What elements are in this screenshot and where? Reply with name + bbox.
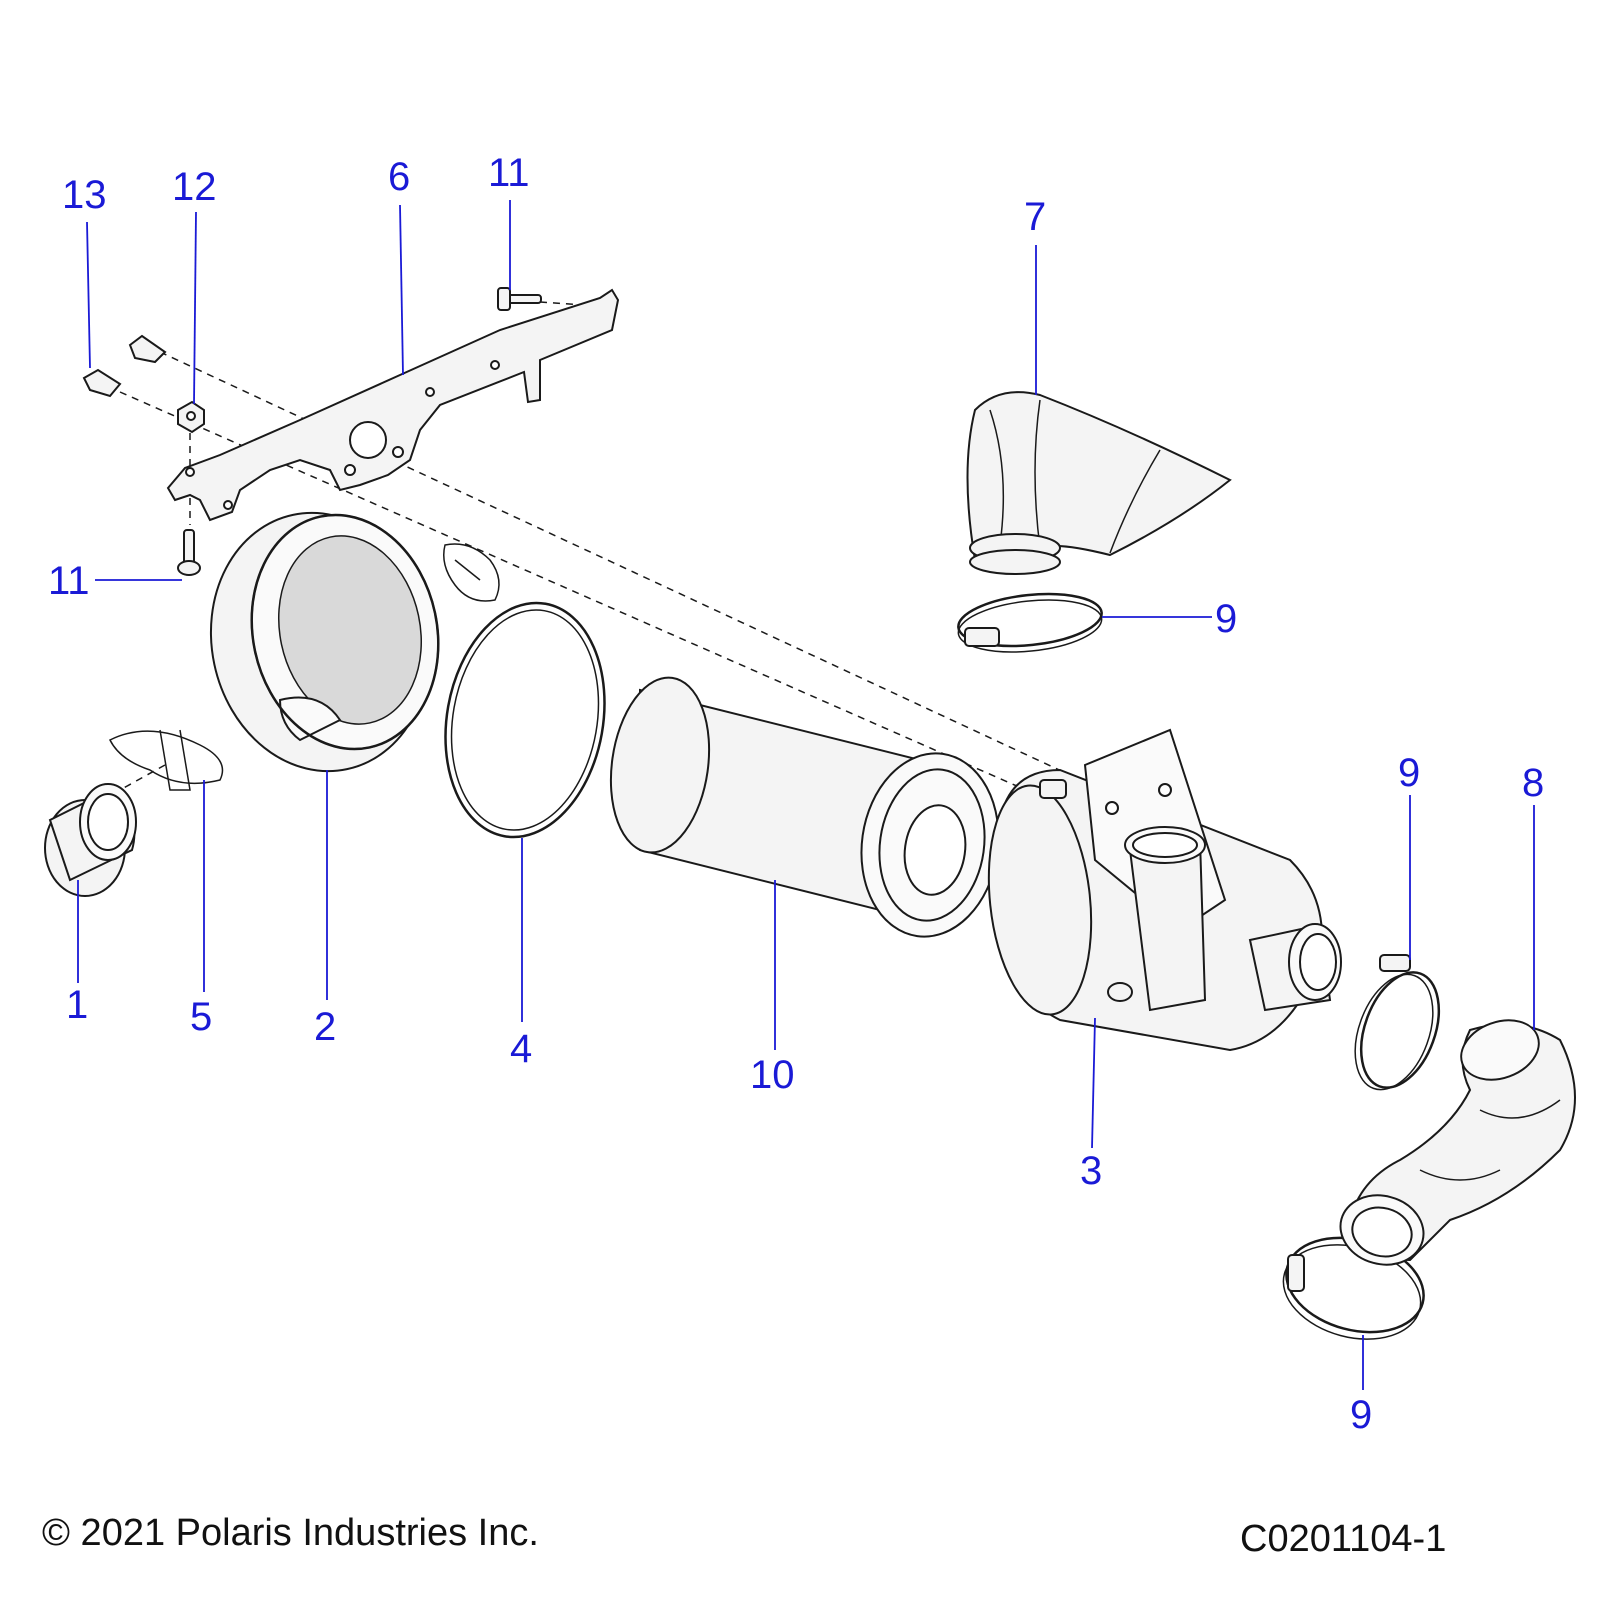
callout-3: 3 xyxy=(1080,1149,1102,1193)
seal-ring-part-4 xyxy=(444,601,606,839)
outlet-duct-part-8 xyxy=(1339,1019,1576,1266)
cover-part-2 xyxy=(209,511,440,773)
callout-8: 8 xyxy=(1522,761,1544,805)
callout-12: 12 xyxy=(172,165,217,209)
airbox-part-3 xyxy=(987,728,1342,1052)
callout-labels: 13 12 6 11 7 11 9 9 8 1 5 2 4 10 3 9 xyxy=(48,151,1544,1437)
clamp-part-9-top xyxy=(957,592,1103,653)
callout-1: 1 xyxy=(66,983,88,1027)
callout-5: 5 xyxy=(190,995,212,1039)
callout-7: 7 xyxy=(1024,195,1046,239)
filter-element-part-10 xyxy=(609,676,1000,938)
push-rivet-part-13 xyxy=(82,334,167,398)
clip-part-5-lower xyxy=(108,729,224,791)
callout-9-right: 9 xyxy=(1398,751,1420,795)
callout-9-bottom: 9 xyxy=(1350,1393,1372,1437)
callout-2: 2 xyxy=(314,1005,336,1049)
bracket-part-6 xyxy=(166,288,620,522)
callout-11-top: 11 xyxy=(488,151,530,195)
callout-13: 13 xyxy=(62,173,107,217)
diagram-number: C0201104-1 xyxy=(1240,1518,1447,1560)
nut-part-12 xyxy=(177,400,205,434)
clamp-part-9-right xyxy=(1354,954,1441,1091)
callout-6: 6 xyxy=(388,155,410,199)
intake-boot-part-7 xyxy=(966,391,1232,575)
callout-10: 10 xyxy=(750,1053,795,1097)
copyright-notice: © 2021 Polaris Industries Inc. xyxy=(42,1512,539,1554)
callout-9-top: 9 xyxy=(1215,597,1237,641)
callout-4: 4 xyxy=(510,1027,532,1071)
bolt-part-11-top xyxy=(497,287,542,311)
clip-part-5-upper xyxy=(443,543,500,602)
callout-11-left: 11 xyxy=(48,559,90,603)
leader-lines xyxy=(77,200,1535,1390)
coupler-part-1 xyxy=(44,783,137,897)
bolt-part-11-left xyxy=(177,529,201,576)
